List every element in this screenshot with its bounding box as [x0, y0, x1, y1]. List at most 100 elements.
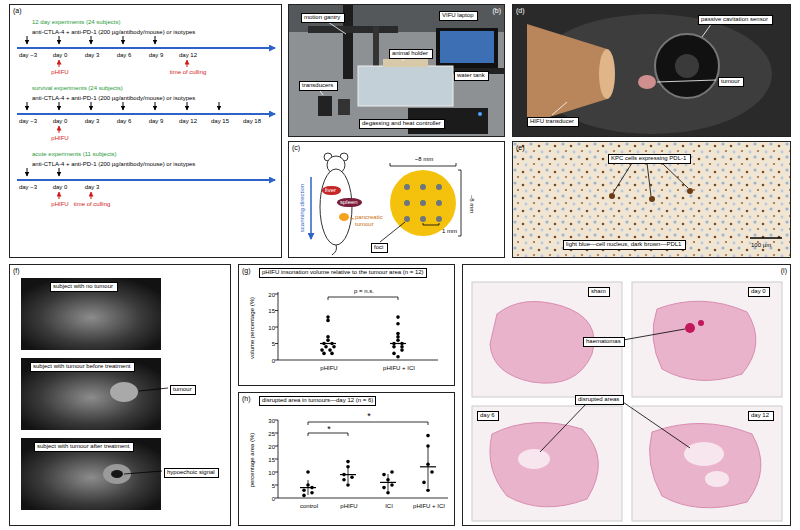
laptop: [436, 28, 498, 68]
callout-box: day 12: [748, 411, 774, 421]
figure-panel: (d)passive cavitation sensortumourHIFU t…: [512, 4, 791, 137]
scale-bar: [750, 237, 782, 239]
callout-box: subject with tumour after treatment: [34, 442, 134, 452]
histology-images: [472, 282, 782, 521]
dot-plot-g: [275, 292, 438, 360]
annotation-label: day 0: [53, 52, 68, 59]
ultrasound-image: [21, 278, 161, 350]
callout-box: sham: [588, 287, 610, 297]
annotation-label: 12 day experiments (24 subjects): [32, 19, 120, 26]
annotation-label: day 6: [117, 52, 132, 59]
callout-box: haematomas: [583, 337, 625, 347]
panel-letter: (b): [492, 7, 501, 15]
cavitation-sensor: [655, 34, 719, 98]
annotation-label: day 3: [85, 184, 100, 191]
leader-lines: [540, 329, 690, 452]
label-text: passive cavitation sensor: [701, 16, 768, 22]
label-text: degassing and heat controller: [362, 120, 441, 126]
label-text: subject with tumour before treatment: [33, 363, 130, 369]
annotation-label: day −3: [19, 118, 37, 125]
scan-arrow: [310, 177, 312, 239]
label-text: motion gantry: [304, 14, 340, 20]
figure-panel: (c)liverspleenfociscanning directionpanc…: [288, 141, 505, 258]
data-points: [302, 434, 434, 497]
label-text: liver: [325, 187, 336, 193]
stain-ground: [512, 141, 791, 258]
hifu-cone: [527, 24, 607, 124]
annotation-label: 0: [272, 358, 275, 365]
ultrasound-images: [21, 278, 168, 510]
dot-plot-h: [275, 420, 448, 498]
callout-box: degassing and heat controller: [359, 119, 445, 129]
annotation-label: 30: [268, 418, 275, 425]
label-text: disrupted areas: [578, 396, 619, 402]
annotation-label: 25: [268, 431, 275, 438]
annotation-label: 0: [272, 496, 275, 503]
panel-letter: (d): [516, 7, 525, 15]
annotation-label: anti-CTLA-4 + anti-PD-1 (200 µg/antibody…: [32, 161, 195, 168]
label-text: spleen: [340, 199, 358, 205]
label-text: day 6: [480, 412, 495, 418]
callout-box: tumour: [170, 385, 196, 395]
annotation-label: 5: [272, 341, 275, 348]
timeline-arrows: [17, 48, 275, 180]
label-text: day 12: [751, 412, 769, 418]
water-tank: [358, 66, 453, 106]
annotation-label: 1 mm: [442, 228, 457, 235]
annotation-label: time of culling: [170, 69, 207, 76]
transducer: [338, 99, 350, 115]
figure-panel: (g)pHIFU insonation volume relative to t…: [238, 264, 455, 386]
annotation-label: pHIFU: [320, 365, 337, 372]
setup-photo: [288, 4, 505, 137]
callout-box: HIFU transducer: [527, 117, 579, 127]
annotation-label: anti-CTLA-4 + anti-PD-1 (200 µg/antibody…: [32, 95, 195, 102]
event-arrows: [59, 60, 187, 199]
panel-letter: (f): [13, 267, 20, 275]
figure-panel: (i)shamday 0haematomasdisrupted areasday…: [462, 264, 791, 526]
annotation-label: day 0: [53, 184, 68, 191]
data-points: [320, 315, 404, 358]
gantry-arm: [373, 26, 379, 71]
annotation-label: 5: [272, 483, 275, 490]
annotation-label: ICI: [385, 503, 393, 510]
dose-arrows: [27, 36, 219, 176]
label-text: pHIFU insonation volume relative to the …: [262, 269, 424, 275]
tissue-sections: [490, 301, 761, 508]
annotation-label: ~8 mm: [415, 156, 434, 163]
annotation-label: day 3: [85, 52, 100, 59]
figure-panel: (a)12 day experiments (24 subjects)anti-…: [9, 4, 282, 258]
dimension-lines: [380, 163, 461, 242]
laptop-screen: [440, 31, 494, 63]
callout-box: motion gantry: [301, 13, 345, 23]
annotation-label: 10: [268, 325, 275, 332]
figure-panel: (f)subject with no tumoursubject with tu…: [9, 264, 231, 526]
annotation-label: anti-CTLA-4 + anti-PD-1 (200 µg/antibody…: [32, 29, 195, 36]
label-text: VIFU laptop: [442, 12, 474, 18]
label-text: animal holder: [392, 50, 428, 56]
annotation-label: 10: [268, 470, 275, 477]
annotation-label: day 6: [117, 118, 132, 125]
callout-box: foci: [371, 243, 388, 253]
annotation-label: *: [327, 424, 331, 435]
photo-ground: [512, 4, 791, 137]
callout-box: hypoechoic signal: [164, 468, 219, 478]
label-text: subject with tumour after treatment: [37, 443, 129, 449]
annotation-label: percentage area (%): [249, 433, 256, 488]
histology-image: [472, 282, 622, 397]
chart-title-box: pHIFU insonation volume relative to the …: [259, 268, 427, 278]
callout-box: VIFU laptop: [439, 11, 478, 21]
annotation-label: pHIFU + ICI: [383, 365, 415, 372]
histology-image: [472, 406, 622, 521]
mouse-body: [320, 169, 352, 245]
ihc-image: [512, 141, 791, 258]
annotation-label: day −3: [19, 184, 37, 191]
callout-box: transducers: [299, 81, 338, 91]
annotation-label: pancreatic tumour: [355, 214, 389, 228]
label-text: sham: [591, 288, 606, 294]
annotation-label: 20: [268, 444, 275, 451]
organ-shape: liver: [322, 186, 341, 195]
annotation-label: scanning direction: [299, 184, 306, 232]
callout-box: light blue—cell nucleus, dark brown—PDL1: [563, 240, 686, 250]
annotation-label: day 12: [179, 52, 197, 59]
